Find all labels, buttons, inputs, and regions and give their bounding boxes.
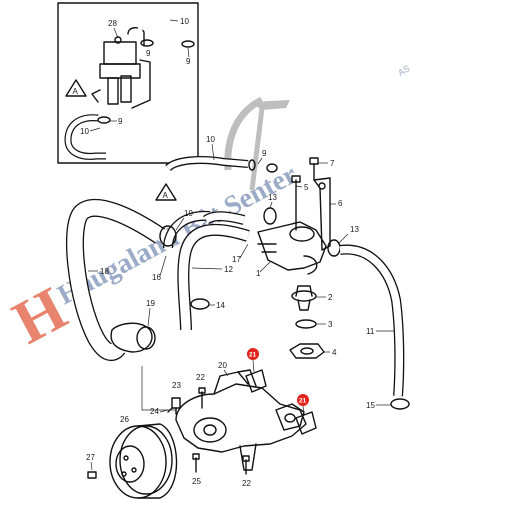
callout-3: 3: [328, 320, 333, 329]
callout-26: 26: [120, 415, 129, 424]
svg-text:21: 21: [299, 398, 307, 405]
callout-1: 1: [256, 269, 261, 278]
callout-9-inset-c: 9: [118, 117, 123, 126]
callout-5: 5: [304, 183, 309, 192]
callout-12: 12: [224, 265, 233, 274]
callout-13-right: 13: [350, 225, 359, 234]
callout-18: 18: [100, 267, 109, 276]
thermostat-housing: [257, 221, 327, 275]
callout-22-bottom: 22: [242, 479, 251, 488]
callout-4: 4: [332, 348, 337, 357]
callout-19-bottom: 19: [146, 299, 155, 308]
badge-21-lower: 21: [297, 394, 309, 415]
pulley: [109, 423, 178, 499]
svg-text:21: 21: [249, 352, 257, 359]
callout-13-left: 13: [268, 193, 277, 202]
watermark-suffix: AS: [396, 63, 411, 77]
callout-9-inset-b: 9: [186, 57, 191, 66]
water-pump: [175, 369, 307, 471]
callout-27: 27: [86, 453, 95, 462]
badge-21-upper: 21: [247, 348, 259, 373]
callout-6: 6: [338, 199, 343, 208]
callout-22-top: 22: [196, 373, 205, 382]
callout-25: 25: [192, 477, 201, 486]
inset-detail: A 28 10 9 9 10 9: [57, 2, 199, 164]
watermark-text: Haugaland Båt Senter: [53, 159, 302, 311]
main-view-marker: A: [163, 191, 169, 200]
callout-9-inset-a: 9: [146, 49, 151, 58]
hose-11: [339, 244, 405, 397]
callout-20: 20: [218, 361, 227, 370]
callout-10-inset-bottom: 10: [80, 127, 89, 136]
callout-24: 24: [150, 407, 159, 416]
callout-10-inset-top: 10: [180, 17, 189, 26]
main-diagram: A: [65, 135, 410, 499]
callout-9: 9: [262, 149, 267, 158]
inset-module: [91, 27, 151, 109]
callout-14: 14: [216, 301, 225, 310]
callout-16: 16: [152, 273, 161, 282]
callout-28: 28: [108, 19, 117, 28]
watermark: H Haugaland Båt Senter AS: [3, 63, 412, 357]
inset-view-marker: A: [73, 87, 79, 96]
callout-23: 23: [172, 381, 181, 390]
callout-17: 17: [232, 255, 241, 264]
callout-7: 7: [330, 159, 335, 168]
callout-10: 10: [206, 135, 215, 144]
callout-2: 2: [328, 293, 333, 302]
callout-15: 15: [366, 401, 375, 410]
thermostat: [291, 285, 317, 311]
inset-frame: [57, 2, 199, 164]
callout-19-top: 19: [184, 209, 193, 218]
callout-11: 11: [366, 327, 375, 336]
